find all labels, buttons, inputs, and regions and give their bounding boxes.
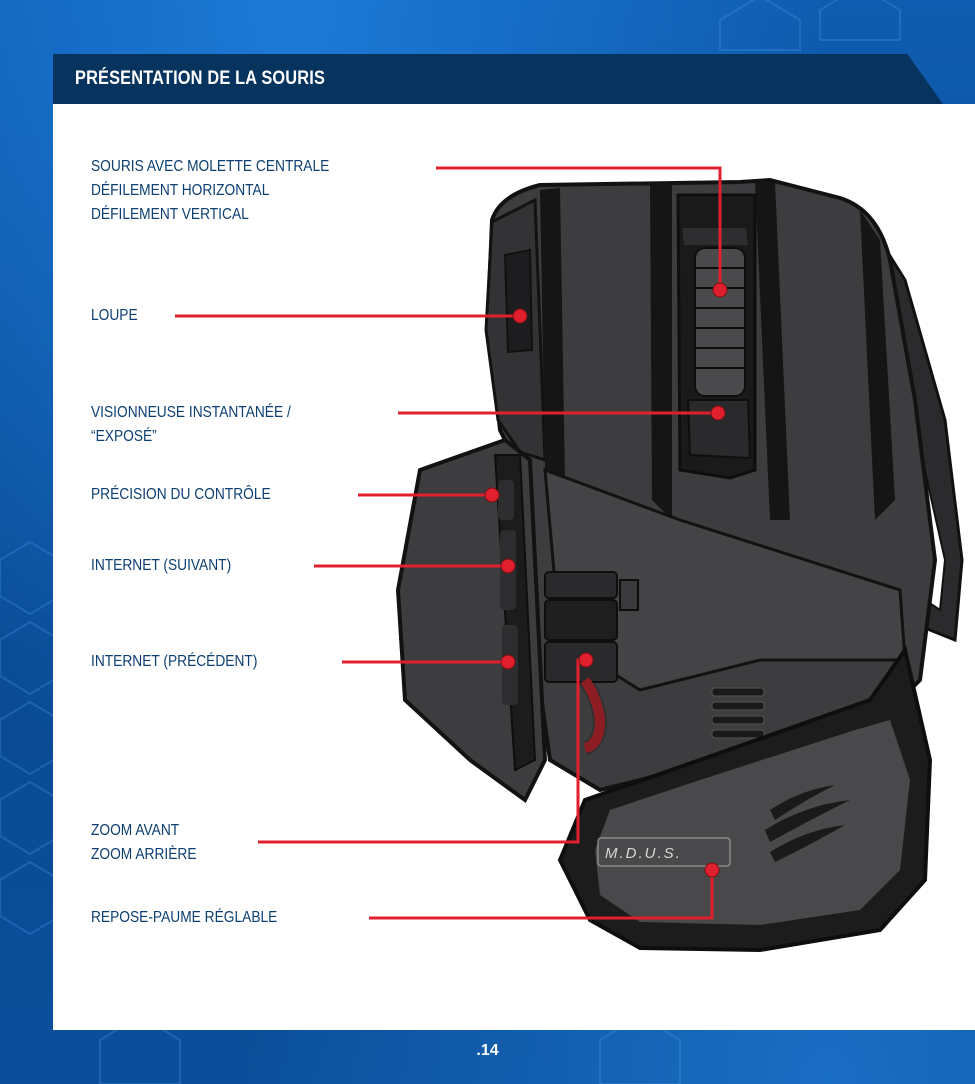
label-magnifier: LOUPE [91,304,138,328]
label-wheel: SOURIS AVEC MOLETTE CENTRALE DÉFILEMENT … [91,155,329,227]
label-precision: PRÉCISION DU CONTRÔLE [91,483,271,507]
label-palm-rest: REPOSE-PAUME RÉGLABLE [91,906,277,930]
magnifier-button-shape [505,250,532,352]
label-zoom: ZOOM AVANT ZOOM ARRIÈRE [91,819,197,867]
label-internet-next: INTERNET (SUIVANT) [91,554,231,578]
footer: .14 [0,1030,975,1084]
label-internet-prev: INTERNET (PRÉCÉDENT) [91,650,257,674]
product-logo: M.D.U.S. [605,845,682,862]
page-number: .14 [0,1042,975,1060]
label-instant-viewer: VISIONNEUSE INSTANTANÉE / “EXPOSÉ” [91,401,291,449]
